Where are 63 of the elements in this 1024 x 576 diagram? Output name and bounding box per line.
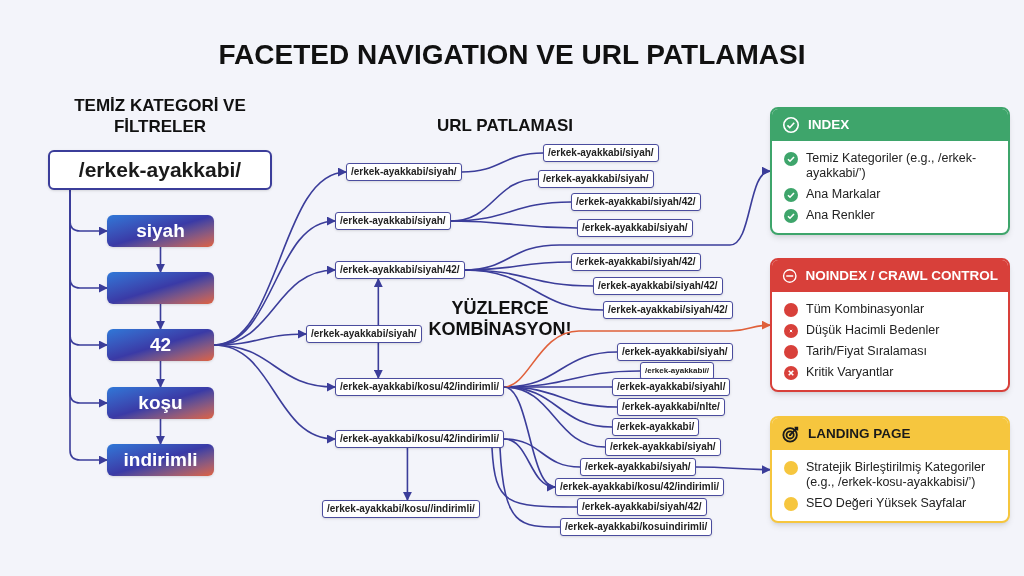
list-item-text: Temiz Kategoriler (e.g., /erkek-ayakkabi/’)	[806, 151, 978, 182]
connector-line	[449, 220, 578, 229]
url-box: /erkek-ayakkabi/kosu/42/indirimli/	[555, 478, 724, 496]
list-item-text: Ana Markalar	[806, 187, 881, 203]
connector-line	[499, 447, 561, 528]
url-box: /erkek-ayakkabi/siyah/	[617, 343, 733, 361]
status-panel	[770, 416, 1010, 524]
url-box: /erkek-ayakkabi/siyah/	[346, 163, 462, 181]
title: FACETED NAVIGATION VE URL PATLAMASI	[218, 38, 806, 72]
connector-line	[491, 447, 578, 508]
list-item-text: Tarih/Fiyat Sıralaması	[806, 344, 927, 360]
filter-box: siyah	[107, 215, 214, 247]
arrow	[373, 278, 383, 326]
url-box: /erkek-ayakkabi/siyah/42/	[335, 261, 465, 279]
arrow	[503, 438, 556, 491]
list-item-text: Kritik Varyantlar	[806, 365, 894, 381]
arrow	[156, 418, 165, 445]
url-box: /erkek-ayakkabi/siyah/42/	[571, 193, 701, 211]
url-box: /erkek-ayakkabi/siyah/	[335, 212, 451, 230]
section-heading: TEMİZ KATEGORİ VE FİLTRELER	[73, 95, 247, 137]
url-box: /erkek-ayakkabi/nlte/	[617, 398, 725, 416]
url-box: /erkek-ayakkabi/kosu/42/indirimli/	[335, 430, 504, 448]
url-box: /erkek-ayakkabi/siyahl/	[612, 378, 731, 396]
url-box: /erkek-ayakkabi/siyah/	[538, 170, 654, 188]
list-item-text: Düşük Hacimli Bedenler	[806, 323, 940, 339]
list-item-text: Ana Renkler	[806, 208, 875, 224]
filter-box	[107, 272, 214, 304]
url-box: /erkek-ayakkabi/siyah/	[605, 438, 721, 456]
category-box: /erkek-ayakkabi/	[48, 150, 272, 190]
arrow	[373, 342, 383, 379]
url-box: /erkek-ayakkabi/siyah/42/	[603, 301, 733, 319]
panel-title: INDEX	[808, 116, 850, 134]
arrow	[694, 465, 771, 475]
section-heading: YÜZLERCE KOMBİNASYON!	[427, 298, 573, 340]
arrow	[402, 447, 412, 501]
filter-box: koşu	[107, 387, 214, 419]
arrow	[156, 303, 165, 330]
url-box: /erkek-ayakkabi/siyah/	[577, 219, 693, 237]
url-box: /erkek-ayakkabi/kosu//indirimli/	[322, 500, 480, 518]
filter-box: 42	[107, 329, 214, 361]
list-item-text: SEO Değeri Yüksek Sayfalar	[806, 496, 967, 512]
arrow	[503, 320, 771, 388]
panel-title: LANDING PAGE	[808, 425, 911, 443]
list-item-text: Tüm Kombinasyonlar	[806, 302, 925, 318]
section-heading: URL PATLAMASI	[437, 115, 573, 137]
url-box: /erkek-ayakkabi/siyah/	[580, 458, 696, 476]
status-panel	[770, 258, 1010, 393]
arrow	[69, 189, 108, 465]
url-box: /erkek-ayakkabi/siyah/42/	[571, 253, 701, 271]
list-item-text: Stratejik Birleştirilmiş Kategoriler (e.g., /erkek-kosu-ayakkabisi/’)	[806, 460, 987, 491]
url-box: /erkek-ayakkabi/siyah/	[543, 144, 659, 162]
arrow	[156, 246, 165, 273]
status-panel	[770, 107, 1010, 236]
arrow	[156, 360, 165, 388]
url-box: /erkek-ayakkabi/	[612, 418, 700, 436]
url-box: /erkek-ayakkabi/siyah/	[306, 325, 422, 343]
panel-title: NOINDEX / CRAWL CONTROL	[805, 267, 998, 285]
url-box: /erkek-ayakkabi/siyah/42/	[577, 498, 707, 516]
url-box: /erkek-ayakkabi/kosuindirimli/	[560, 518, 713, 536]
filter-box: indirimli	[107, 444, 214, 476]
url-box: /erkek-ayakkabi/siyah/42/	[593, 277, 723, 295]
url-box: /erkek-ayakkabi/kosu/42/indirimli/	[335, 378, 504, 396]
connector-line	[460, 152, 544, 173]
